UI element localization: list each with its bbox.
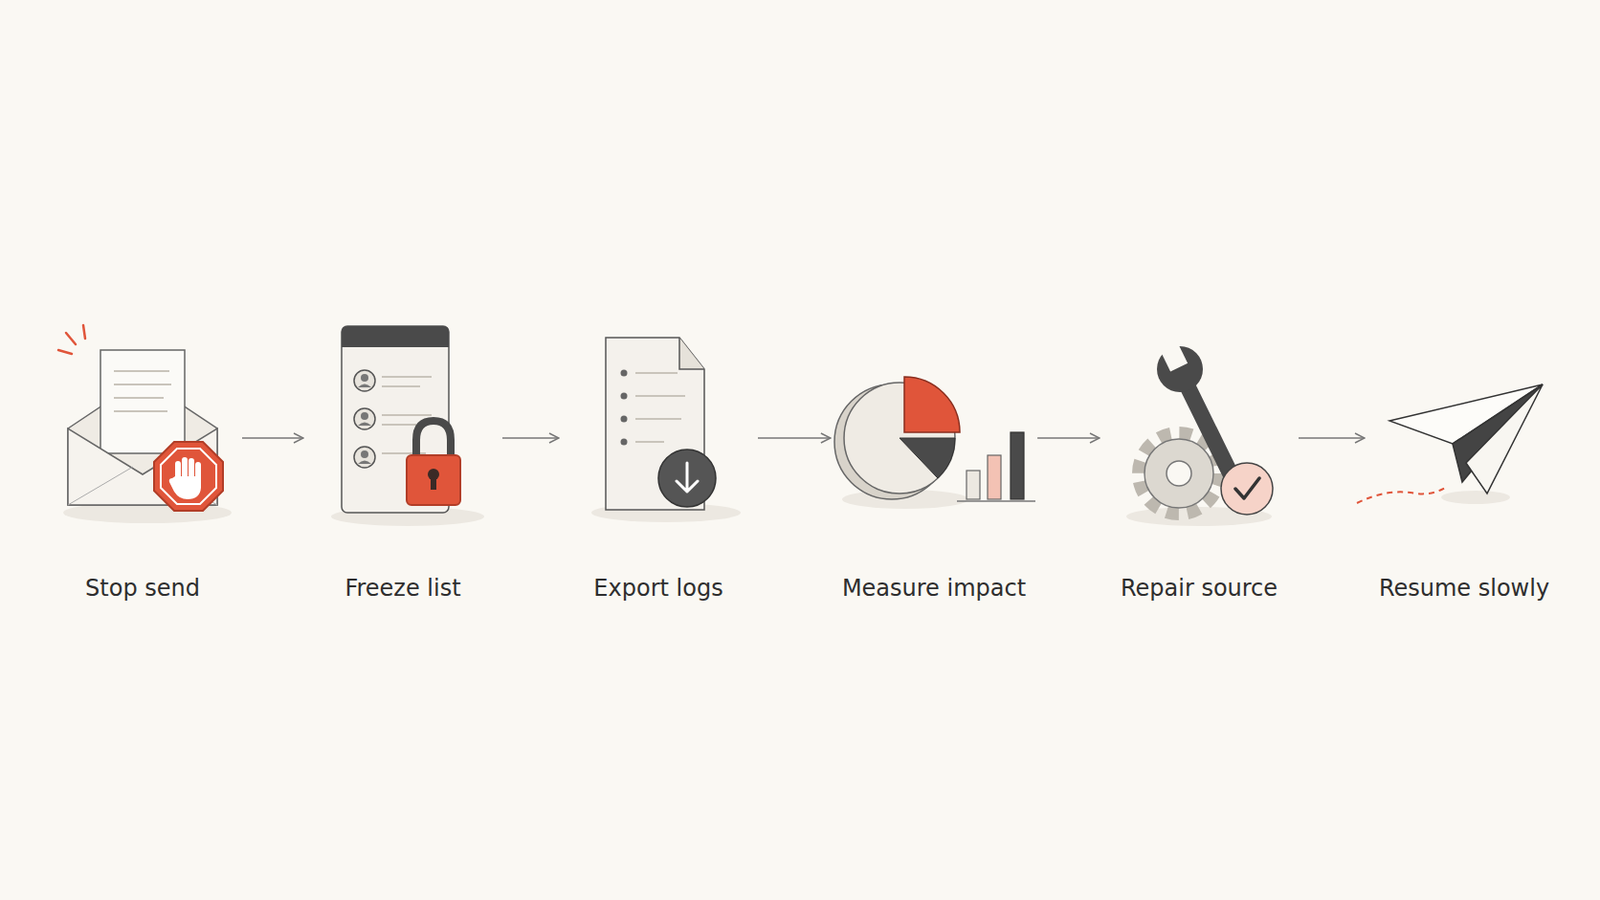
locked-list-icon xyxy=(331,326,485,527)
envelope-stop-icon xyxy=(58,325,232,524)
process-step: Resume slowly xyxy=(1368,336,1560,603)
step-label: Freeze list xyxy=(307,574,499,603)
flow-arrow xyxy=(757,437,831,440)
process-step: Export logs xyxy=(562,336,755,603)
flow-arrow xyxy=(1037,437,1100,440)
export-file-icon xyxy=(591,337,741,523)
step-label: Measure impact xyxy=(834,574,1034,603)
icon-space xyxy=(46,336,239,575)
step-label: Resume slowly xyxy=(1368,574,1560,603)
icon-space xyxy=(1368,336,1560,575)
process-step: Stop send xyxy=(46,336,239,603)
flow-arrow xyxy=(1298,437,1365,440)
paper-plane-icon xyxy=(1356,384,1543,505)
flow-arrow xyxy=(242,437,304,440)
step-label: Stop send xyxy=(46,574,239,603)
flow-arrow xyxy=(502,437,559,440)
icon-space xyxy=(1103,336,1295,575)
icon-space xyxy=(307,336,499,575)
step-label: Export logs xyxy=(562,574,755,603)
icon-space xyxy=(562,336,755,575)
step-label: Repair source xyxy=(1103,574,1295,603)
process-step: Repair source xyxy=(1103,336,1295,603)
process-step: Measure impact xyxy=(834,336,1034,603)
process-step: Freeze list xyxy=(307,336,499,603)
icon-space xyxy=(834,336,1034,575)
impact-chart-icon xyxy=(834,377,1036,510)
repair-tools-icon xyxy=(1126,337,1273,527)
